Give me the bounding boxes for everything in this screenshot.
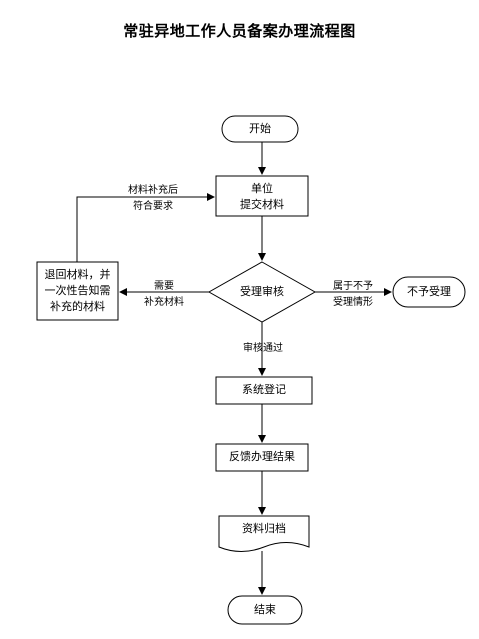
return-label-line2: 一次性告知需: [44, 284, 111, 297]
reject-node: [392, 276, 466, 308]
page-title: 常驻异地工作人员备案办理流程图: [123, 22, 356, 40]
register-label: 系统登记: [242, 383, 286, 396]
submit-label-line1: 单位: [251, 182, 273, 195]
submit-label-line2: 提交材料: [240, 198, 284, 211]
register-node: [215, 376, 313, 405]
return-label-line1: 退回材料，并: [44, 268, 111, 281]
arrow-return-submit: [76, 193, 215, 262]
return-label-line3: 补充的材料: [50, 300, 105, 313]
edge-label-reject-line2: 受理情形: [333, 297, 373, 308]
feedback-label: 反馈办理结果: [229, 450, 295, 463]
review-label: 受理审核: [240, 285, 284, 298]
edge-label-resubmit-line2: 符合要求: [133, 201, 173, 212]
edge-label-pass: 审核通过: [243, 343, 283, 354]
edge-label-resubmit-line1: 材料补充后: [128, 185, 178, 196]
end-node: [227, 595, 303, 625]
archive-label: 资料归档: [242, 522, 286, 535]
reject-label: 不予受理: [407, 285, 451, 298]
archive-node: [218, 515, 310, 552]
edge-label-need-line2: 补充材料: [144, 297, 184, 308]
start-label: 开始: [249, 122, 271, 135]
start-node: [221, 115, 299, 143]
edge-label-reject-line1: 属于不予: [333, 281, 373, 292]
edge-label-need-line1: 需要: [154, 281, 174, 292]
end-label: 结束: [254, 603, 276, 616]
